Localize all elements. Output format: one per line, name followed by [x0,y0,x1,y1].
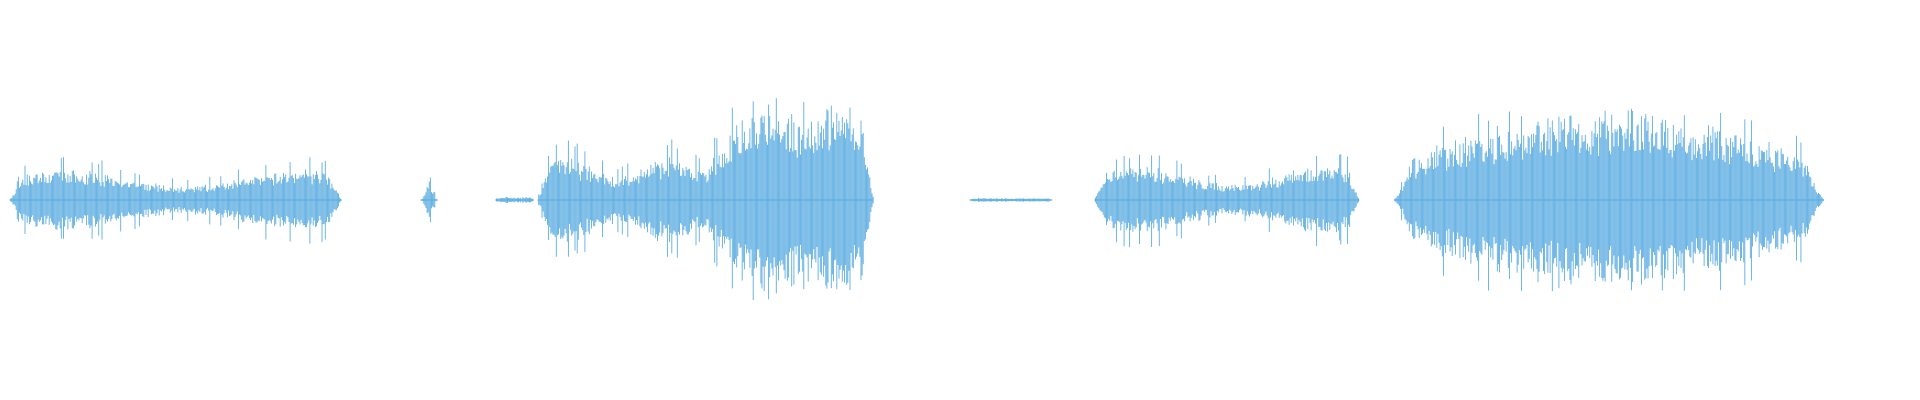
waveform-segment-3 [495,196,534,203]
waveform-segment-1 [9,157,342,244]
waveform-segments [9,98,1824,301]
waveform-segment-6 [1094,154,1360,248]
waveform-segment-5 [969,197,1053,202]
waveform-segment-7 [1393,108,1824,292]
waveform-segment-4 [537,98,874,301]
waveform-segment-2 [420,177,438,223]
